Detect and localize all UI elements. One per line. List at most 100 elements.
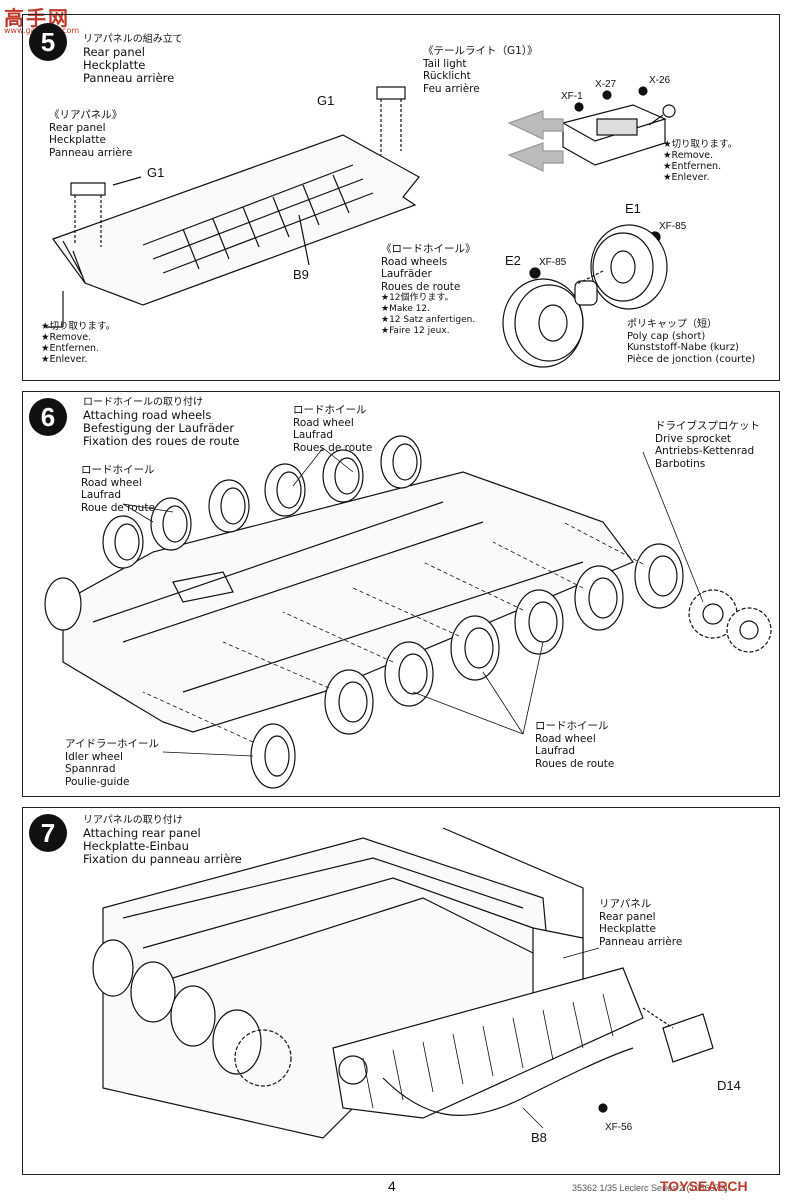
title-jp: リアパネルの組み立て <box>83 34 183 45</box>
title-en: Rear panel <box>83 45 145 59</box>
title-fr: Fixation du panneau arrière <box>83 852 242 866</box>
title-de: Heckplatte-Einbau <box>83 839 189 853</box>
rear-panel-assembly-drawing <box>47 86 676 368</box>
callout-line: 《ロードホイール》 <box>381 243 476 255</box>
callout-road-wheel-top: ロードホイール Road wheel Laufrad Roues de rout… <box>293 404 372 454</box>
step-6-panel: 6 ロードホイールの取り付け Attaching road wheels Bef… <box>22 391 780 797</box>
step-title: リアパネルの組み立て Rear panel Heckplatte Panneau… <box>83 33 183 85</box>
footer-ref: 35362 1/35 Leclerc Series 2 (1056672) <box>572 1183 728 1193</box>
callout-line: Road wheel <box>293 416 354 429</box>
callout-line: Rücklicht <box>423 70 471 82</box>
callout-line: Laufrad <box>293 429 334 441</box>
callout-line: Laufrad <box>81 489 122 501</box>
callout-line: Heckplatte <box>49 134 106 146</box>
callout-line: Barbotins <box>655 457 706 470</box>
callout-idler-wheel: アイドラーホイール Idler wheel Spannrad Poulie-gu… <box>65 738 159 788</box>
callout-line: Rear panel <box>49 121 106 134</box>
callout-line: Road wheel <box>81 476 142 489</box>
step-number: 7 <box>29 814 67 852</box>
callout-remove-left: ★切り取ります。 ★Remove. ★Entfernen. ★Enlever. <box>41 321 115 365</box>
callout-line: Spannrad <box>65 763 116 775</box>
callout-line: ロードホイール <box>81 464 155 476</box>
callout-line: ★Remove. <box>41 332 92 343</box>
callout-line: 《リアパネル》 <box>49 109 123 121</box>
callout-line: ★Make 12. <box>381 304 430 314</box>
callout-line: Poly cap (short) <box>627 330 706 342</box>
title-fr: Panneau arrière <box>83 71 175 85</box>
callout-rear-panel: 《リアパネル》 Rear panel Heckplatte Panneau ar… <box>49 109 132 159</box>
paint-label: XF-1 <box>561 91 583 102</box>
part-label: E2 <box>505 253 521 268</box>
callout-line: Idler wheel <box>65 750 123 763</box>
title-jp: リアパネルの取り付け <box>83 815 183 826</box>
title-de: Heckplatte <box>83 58 146 72</box>
callout-line: Panneau arrière <box>49 146 133 159</box>
callout-line: アイドラーホイール <box>65 738 159 750</box>
title-fr: Fixation des roues de route <box>83 434 240 448</box>
part-label: G1 <box>317 93 335 108</box>
paint-label: X-27 <box>595 79 617 90</box>
callout-line: Feu arrière <box>423 82 480 95</box>
step-7-panel: 7 リアパネルの取り付け Attaching rear panel Heckpl… <box>22 807 780 1175</box>
part-label: B9 <box>293 267 309 282</box>
title-en: Attaching rear panel <box>83 826 201 840</box>
callout-line: ★Entfernen. <box>663 161 722 172</box>
callout-line: リアパネル <box>599 898 652 910</box>
callout-line: Poulie-guide <box>65 775 130 788</box>
step-title: ロードホイールの取り付け Attaching road wheels Befes… <box>83 396 239 448</box>
callout-line: ★12個作ります。 <box>381 293 454 303</box>
callout-line: ポリキャップ（短） <box>627 319 717 330</box>
rear-panel-attach-drawing <box>92 827 714 1139</box>
callout-line: Tail light <box>423 57 467 70</box>
step-5-panel: 5 リアパネルの組み立て Rear panel Heckplatte Panne… <box>22 14 780 381</box>
callout-line: Roues de route <box>535 757 615 770</box>
step-number: 5 <box>29 23 67 61</box>
road-wheel-assembly-drawing <box>44 435 772 789</box>
callout-drive-sprocket: ドライブスプロケット Drive sprocket Antriebs-Kette… <box>655 420 760 470</box>
paint-label: XF-85 <box>659 221 687 232</box>
callout-line: ロードホイール <box>535 720 609 732</box>
part-label: B8 <box>531 1130 547 1145</box>
callout-road-wheel-bottom: ロードホイール Road wheel Laufrad Roues de rout… <box>535 720 614 770</box>
page-number: 4 <box>388 1178 396 1194</box>
callout-line: ★Faire 12 jeux. <box>381 326 450 336</box>
callout-line: Roues de route <box>293 441 373 454</box>
callout-rear-panel: リアパネル Rear panel Heckplatte Panneau arri… <box>599 898 682 948</box>
callout-line: Antriebs-Kettenrad <box>655 445 755 457</box>
callout-line: Roues de route <box>381 280 461 293</box>
callout-line: Roue de route <box>81 501 155 514</box>
title-en: Attaching road wheels <box>83 408 212 422</box>
callout-line: ★12 Satz anfertigen. <box>381 315 476 325</box>
title-jp: ロードホイールの取り付け <box>83 397 203 408</box>
paint-label: XF-56 <box>605 1122 633 1133</box>
footer-watermark: TOYSEARCH <box>660 1178 748 1194</box>
callout-poly-cap: ポリキャップ（短） Poly cap (short) Kunststoff-Na… <box>627 319 755 365</box>
callout-line: ★Enlever. <box>663 172 710 183</box>
callout-line: Road wheels <box>381 255 448 268</box>
part-label: D14 <box>717 1078 741 1093</box>
callout-line: ロードホイール <box>293 404 367 416</box>
callout-line: ★切り取ります。 <box>41 321 116 332</box>
callout-road-wheels: 《ロードホイール》 Road wheels Laufräder Roues de… <box>381 243 476 337</box>
callout-line: Road wheel <box>535 732 596 745</box>
callout-line: Heckplatte <box>599 923 656 935</box>
paint-label: XF-85 <box>539 257 567 268</box>
callout-line: Rear panel <box>599 910 656 923</box>
paint-label: X-26 <box>649 75 671 86</box>
callout-line: Laufrad <box>535 745 576 757</box>
callout-line: ★Entfernen. <box>41 343 100 354</box>
callout-line: Panneau arrière <box>599 935 683 948</box>
callout-line: Drive sprocket <box>655 432 732 445</box>
callout-line: 《テールライト（G1）》 <box>423 45 538 57</box>
callout-line: Laufräder <box>381 268 432 280</box>
callout-line: ★切り取ります。 <box>663 139 738 150</box>
callout-remove-right: ★切り取ります。 ★Remove. ★Entfernen. ★Enlever. <box>663 139 737 183</box>
part-label: G1 <box>147 165 165 180</box>
callout-line: ドライブスプロケット <box>655 420 760 432</box>
callout-line: ★Enlever. <box>41 354 88 365</box>
callout-road-wheel-left: ロードホイール Road wheel Laufrad Roue de route <box>81 464 155 514</box>
callout-line: Kunststoff-Nabe (kurz) <box>627 342 739 353</box>
callout-tail-light: 《テールライト（G1）》 Tail light Rücklicht Feu ar… <box>423 45 538 95</box>
step-title: リアパネルの取り付け Attaching rear panel Heckplat… <box>83 814 242 866</box>
step-number: 6 <box>29 398 67 436</box>
